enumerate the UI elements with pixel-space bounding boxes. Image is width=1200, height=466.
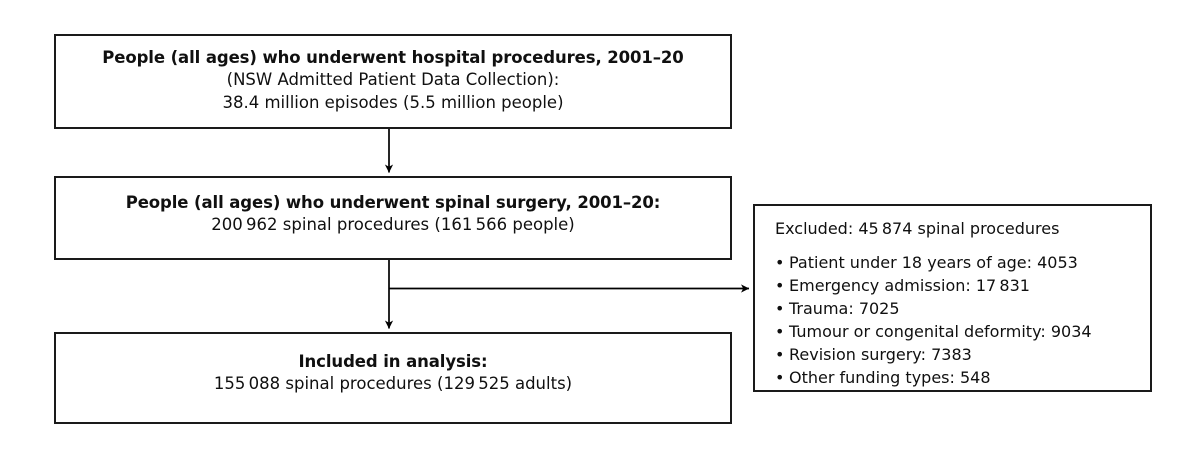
- excluded-reason-item: • Revision surgery: 7383: [775, 343, 1140, 366]
- excluded-content: Excluded: 45 874 spinal procedures • Pat…: [775, 219, 1140, 389]
- box-hospital-procedures-line-1: People (all ages) who underwent hospital…: [102, 48, 684, 67]
- bullet-icon: •: [775, 275, 785, 295]
- bullet-icon: •: [775, 298, 785, 318]
- excluded-reason-text: Tumour or congenital deformity: 9034: [789, 321, 1092, 341]
- excluded-reason-item: • Patient under 18 years of age: 4053: [775, 251, 1140, 274]
- box-hospital-procedures-line-3: 38.4 million episodes (5.5 million peopl…: [222, 92, 564, 112]
- bullet-icon: •: [775, 321, 785, 341]
- bullet-icon: •: [775, 252, 785, 272]
- excluded-reason-list: • Patient under 18 years of age: 4053 • …: [775, 251, 1140, 389]
- box-hospital-procedures-line-2: (NSW Admitted Patient Data Collection):: [226, 70, 560, 90]
- box-hospital-procedures-text: People (all ages) who underwent hospital…: [56, 47, 730, 114]
- box-spinal-surgery-line-1: People (all ages) who underwent spinal s…: [125, 193, 661, 212]
- excluded-reason-text: Patient under 18 years of age: 4053: [789, 252, 1078, 272]
- excluded-reason-text: Revision surgery: 7383: [789, 344, 972, 364]
- excluded-reason-item: • Other funding types: 548: [775, 366, 1140, 389]
- box-excluded: Excluded: 45 874 spinal procedures • Pat…: [753, 204, 1152, 392]
- excluded-reason-text: Emergency admission: 17 831: [789, 275, 1030, 295]
- bullet-icon: •: [775, 344, 785, 364]
- excluded-reason-item: • Emergency admission: 17 831: [775, 274, 1140, 297]
- excluded-reason-item: • Tumour or congenital deformity: 9034: [775, 320, 1140, 343]
- excluded-header: Excluded: 45 874 spinal procedures: [775, 219, 1060, 238]
- bullet-icon: •: [775, 367, 785, 387]
- box-spinal-surgery: People (all ages) who underwent spinal s…: [54, 176, 732, 260]
- box-spinal-surgery-line-2: 200 962 spinal procedures (161 566 peopl…: [211, 215, 575, 235]
- box-spinal-surgery-text: People (all ages) who underwent spinal s…: [56, 192, 730, 237]
- box-included-in-analysis-line-2: 155 088 spinal procedures (129 525 adult…: [213, 374, 573, 394]
- box-hospital-procedures: People (all ages) who underwent hospital…: [54, 34, 732, 129]
- box-included-in-analysis: Included in analysis: 155 088 spinal pro…: [54, 332, 732, 424]
- excluded-reason-text: Trauma: 7025: [789, 298, 900, 318]
- box-included-in-analysis-line-1: Included in analysis:: [298, 352, 488, 371]
- excluded-reason-text: Other funding types: 548: [789, 367, 991, 387]
- excluded-reason-item: • Trauma: 7025: [775, 297, 1140, 320]
- box-included-in-analysis-text: Included in analysis: 155 088 spinal pro…: [56, 351, 730, 396]
